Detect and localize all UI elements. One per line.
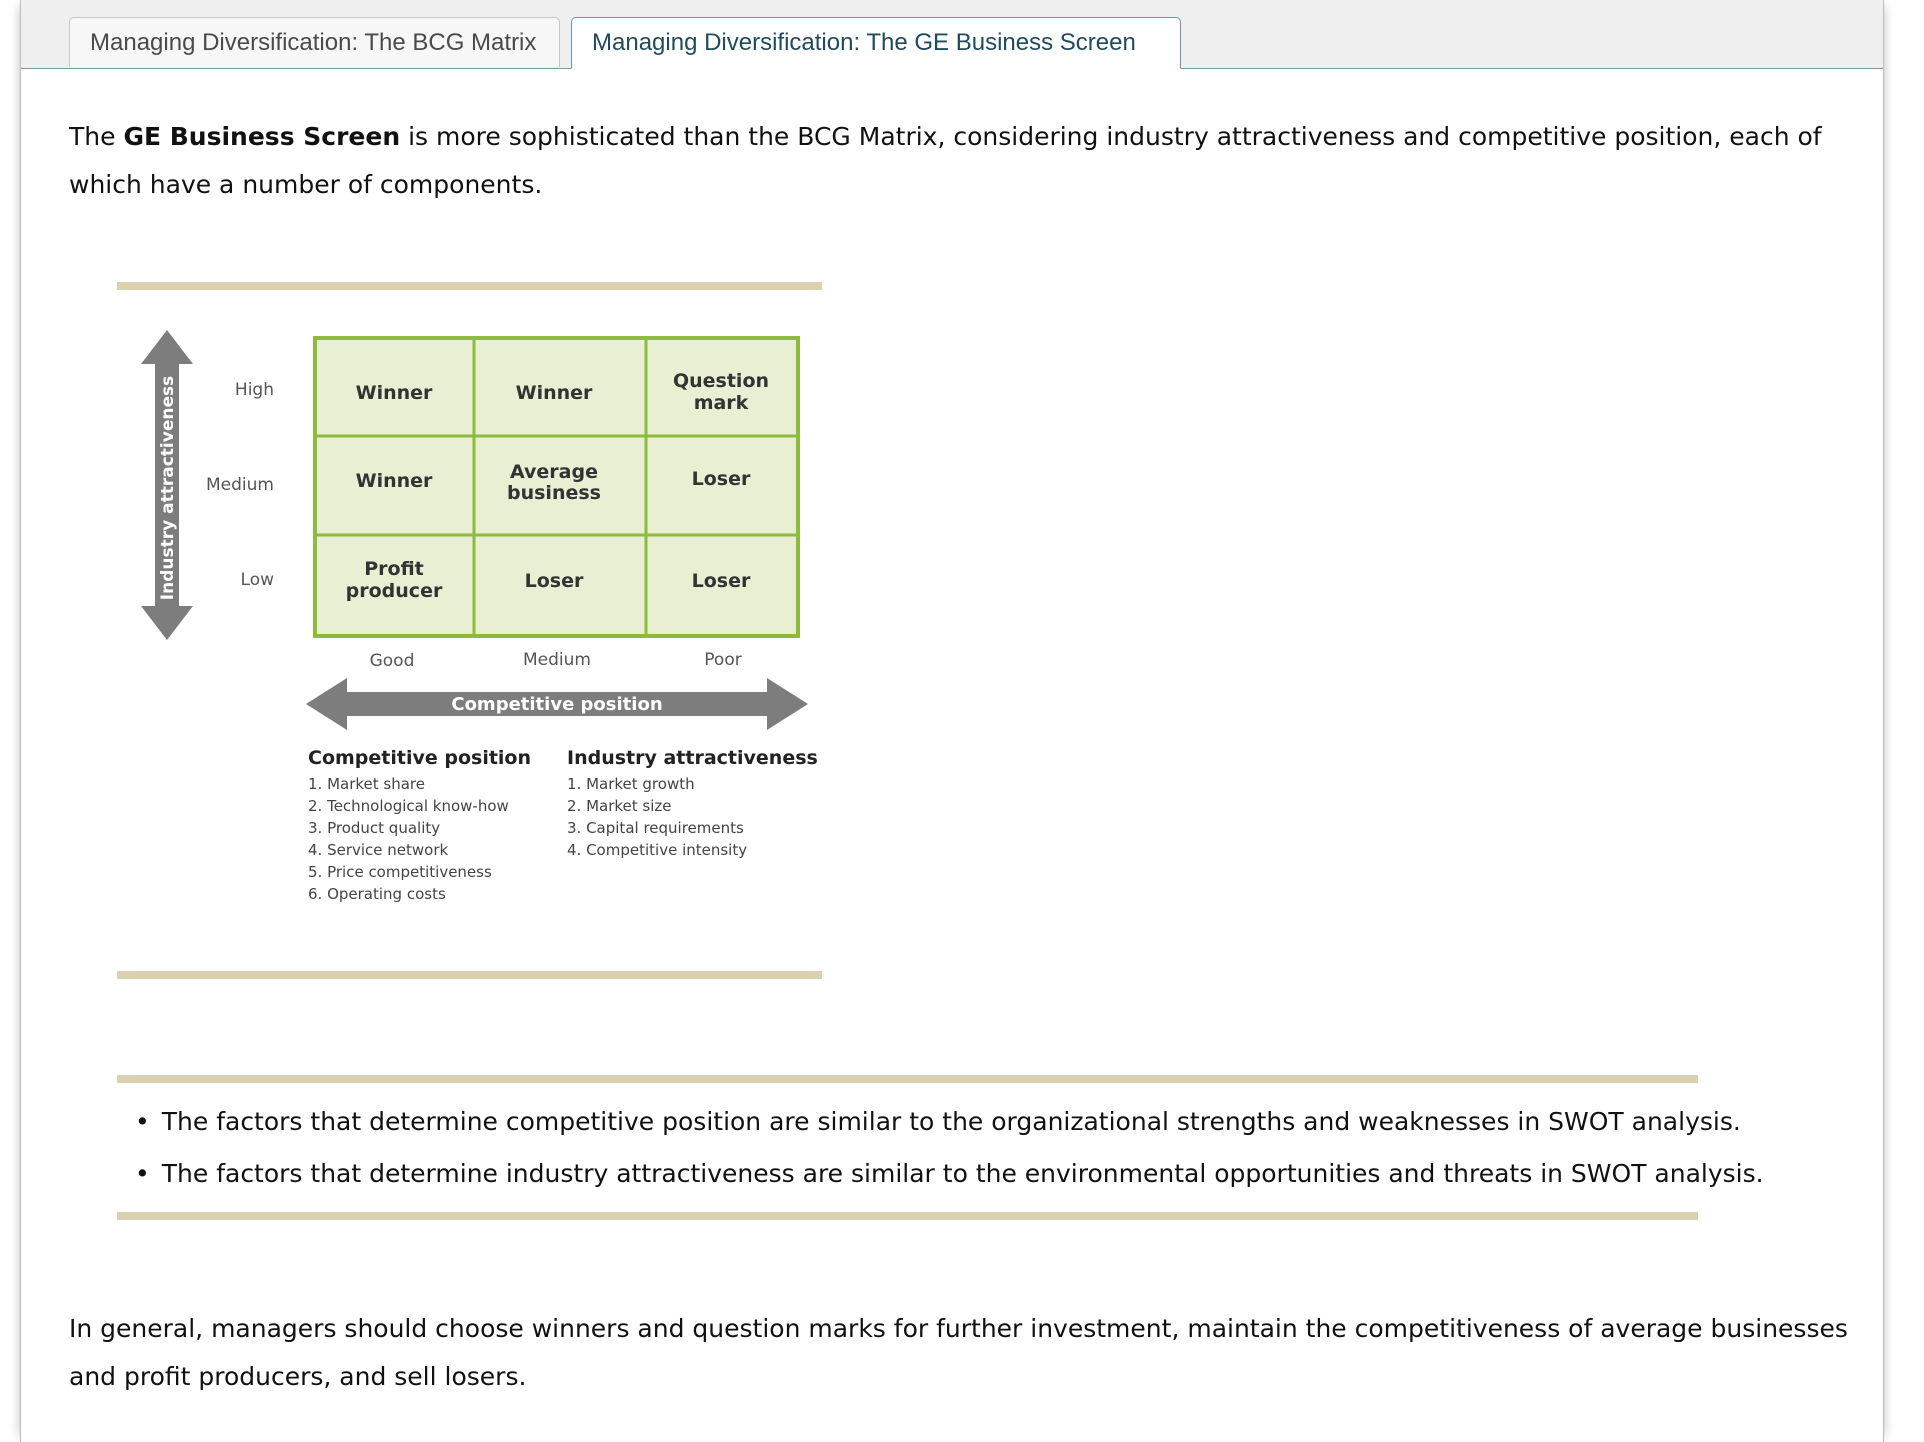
cell-high-poor-line1: Question (673, 370, 769, 392)
cell-low-good-line1: Profit (364, 558, 424, 580)
list-item: The factors that determine industry attr… (117, 1148, 1764, 1200)
figure-bottom-rule (117, 971, 822, 979)
tab-ge-business-screen[interactable]: Managing Diversification: The GE Busines… (571, 17, 1181, 69)
cell-low-poor: Loser (692, 570, 751, 592)
swot-bullet-list: The factors that determine competitive p… (117, 1096, 1764, 1200)
x-axis-label: Competitive position (451, 694, 662, 715)
tab-bar: Managing Diversification: The BCG Matrix… (21, 0, 1883, 69)
row-label-low: Low (241, 570, 275, 590)
bullets-top-rule (117, 1075, 1698, 1083)
competitive-item: 2. Technological know-how (308, 797, 509, 815)
cell-medium-medium: Average business (507, 461, 601, 504)
industry-list-title: Industry attractiveness (567, 747, 818, 769)
competitive-item: 4. Service network (308, 841, 449, 859)
industry-item: 4. Competitive intensity (567, 841, 747, 859)
row-label-high: High (235, 380, 274, 400)
figure-top-rule (117, 282, 822, 290)
cell-medium-medium-line1: Average (510, 461, 598, 483)
industry-item: 3. Capital requirements (567, 819, 744, 837)
cell-high-poor-line2: mark (694, 392, 749, 414)
intro-paragraph: The GE Business Screen is more sophistic… (69, 113, 1859, 209)
intro-suffix: is more sophisticated than the BCG Matri… (69, 122, 1822, 199)
ge-business-screen-figure: Industry attractiveness High Medium Low … (141, 330, 818, 903)
cell-high-medium: Winner (516, 382, 593, 404)
cell-medium-poor: Loser (692, 468, 751, 490)
competitive-item: 1. Market share (308, 775, 425, 793)
cell-low-good: Profit producer (346, 558, 443, 602)
list-item: The factors that determine competitive p… (117, 1096, 1741, 1148)
col-label-medium: Medium (523, 650, 591, 670)
competitive-item: 6. Operating costs (308, 885, 446, 903)
industry-item: 1. Market growth (567, 775, 695, 793)
cell-low-good-line2: producer (346, 580, 443, 602)
industry-item: 2. Market size (567, 797, 672, 815)
vertical-double-arrow (141, 330, 193, 640)
competitive-item: 5. Price competitiveness (308, 863, 492, 881)
cell-low-medium: Loser (525, 570, 584, 592)
matrix-grid (313, 336, 800, 638)
cell-high-poor: Question mark (673, 370, 769, 414)
cell-medium-good: Winner (356, 470, 433, 492)
tab-bcg-matrix[interactable]: Managing Diversification: The BCG Matrix (69, 17, 560, 67)
bullets-bottom-rule (117, 1212, 1698, 1220)
competitive-item: 3. Product quality (308, 819, 440, 837)
cell-medium-medium-line2: business (507, 482, 601, 504)
intro-bold-term: GE Business Screen (123, 122, 401, 151)
competitive-list-title: Competitive position (308, 747, 531, 769)
y-axis-label: Industry attractiveness (158, 376, 178, 600)
col-label-poor: Poor (704, 650, 741, 670)
col-label-good: Good (370, 651, 415, 671)
conclusion-paragraph: In general, managers should choose winne… (69, 1314, 1848, 1391)
intro-prefix: The (69, 122, 124, 151)
row-label-medium: Medium (206, 475, 274, 495)
content-panel: Managing Diversification: The BCG Matrix… (20, 0, 1884, 1442)
horizontal-double-arrow (306, 678, 808, 730)
cell-high-good: Winner (356, 382, 433, 404)
